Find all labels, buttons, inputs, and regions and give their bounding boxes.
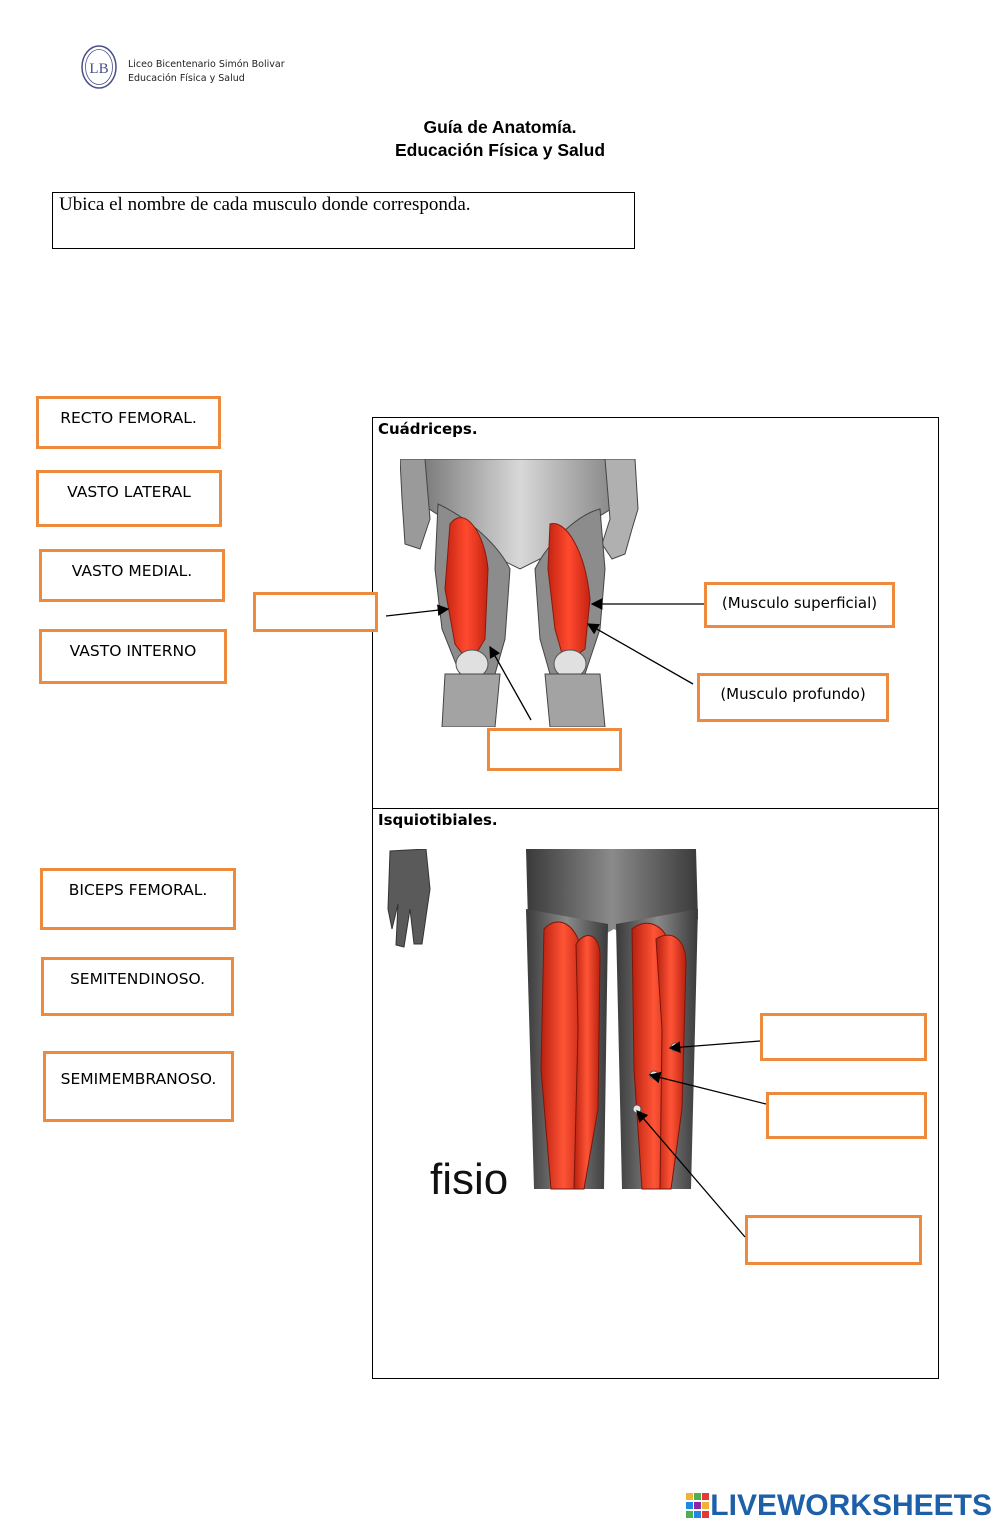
school-logo: LB bbox=[81, 45, 117, 89]
hamstrings-slot-3[interactable] bbox=[745, 1215, 922, 1265]
hamstrings-slot-1[interactable] bbox=[760, 1013, 927, 1061]
logo-letters: LB bbox=[89, 61, 108, 77]
quadriceps-slot-left[interactable] bbox=[253, 592, 378, 632]
word-recto-femoral[interactable]: RECTO FEMORAL. bbox=[36, 396, 221, 449]
quadriceps-slot-superficial[interactable]: (Musculo superficial) bbox=[704, 582, 895, 628]
quadriceps-label: Cuádriceps. bbox=[378, 420, 478, 438]
school-name: Liceo Bicentenario Simón Bolivar bbox=[128, 59, 285, 70]
fisio-watermark: fisio bbox=[430, 1155, 508, 1194]
word-vasto-lateral[interactable]: VASTO LATERAL bbox=[36, 470, 222, 527]
page-title: Guía de Anatomía. bbox=[423, 117, 577, 137]
word-vasto-interno[interactable]: VASTO INTERNO bbox=[39, 629, 227, 684]
page-subtitle: Educación Física y Salud bbox=[394, 140, 606, 160]
liveworksheets-icon bbox=[686, 1493, 710, 1518]
word-semitendinoso[interactable]: SEMITENDINOSO. bbox=[41, 957, 234, 1016]
liveworksheets-brand[interactable]: LIVEWORKSHEETS bbox=[686, 1489, 992, 1523]
word-vasto-medial[interactable]: VASTO MEDIAL. bbox=[39, 549, 225, 602]
hamstrings-illustration: fisio bbox=[387, 849, 698, 1194]
department-name: Educación Física y Salud bbox=[128, 73, 245, 84]
liveworksheets-wordmark: LIVEWORKSHEETS bbox=[710, 1489, 992, 1522]
quadriceps-illustration bbox=[400, 459, 639, 727]
word-semimembranoso[interactable]: SEMIMEMBRANOSO. bbox=[43, 1051, 234, 1122]
hamstrings-panel bbox=[372, 808, 939, 1379]
quadriceps-slot-deep[interactable]: (Musculo profundo) bbox=[697, 673, 889, 722]
hamstrings-slot-2[interactable] bbox=[766, 1092, 927, 1139]
instructions-box: Ubica el nombre de cada musculo donde co… bbox=[52, 192, 635, 249]
quadriceps-slot-bottom[interactable] bbox=[487, 728, 622, 771]
school-header: Liceo Bicentenario Simón Bolivar Educaci… bbox=[128, 58, 285, 86]
hamstrings-label: Isquiotibiales. bbox=[378, 811, 498, 829]
word-biceps-femoral[interactable]: BICEPS FEMORAL. bbox=[40, 868, 236, 930]
